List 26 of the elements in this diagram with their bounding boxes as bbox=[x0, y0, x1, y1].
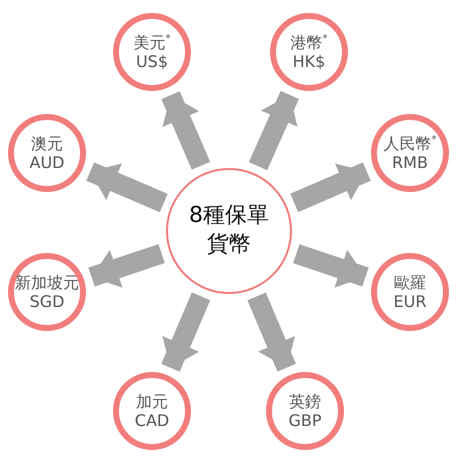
currency-name: 加元 bbox=[136, 392, 168, 411]
block-arrow bbox=[293, 244, 369, 288]
currency-code: HK$ bbox=[292, 52, 326, 72]
currency-code: US$ bbox=[136, 52, 168, 72]
currency-name: 美元$^{*}$ bbox=[134, 32, 170, 52]
currency-code: GBP bbox=[288, 411, 322, 430]
currency-code: CAD bbox=[134, 411, 170, 430]
currency-name: 人民幣$^{*}$ bbox=[384, 134, 436, 153]
block-arrow bbox=[161, 91, 210, 170]
center-label: 8種保單貨幣 bbox=[188, 202, 270, 259]
currency-circle bbox=[166, 168, 292, 294]
currency-code: AUD bbox=[30, 153, 64, 172]
currency-name: 澳元 bbox=[31, 134, 63, 153]
currency-name: 港幣$^{*}$ bbox=[290, 32, 328, 52]
block-arrow bbox=[290, 162, 371, 212]
block-arrow bbox=[161, 292, 210, 372]
currency-name: 歐羅 bbox=[394, 272, 426, 292]
currency-name: 新加坡元 bbox=[15, 272, 79, 292]
currency-code: RMB bbox=[392, 153, 428, 172]
currency-name: 英鎊 bbox=[289, 392, 321, 411]
block-arrow bbox=[88, 244, 165, 288]
currency-code: SGD bbox=[30, 292, 64, 312]
block-arrow bbox=[86, 162, 168, 212]
block-arrow bbox=[247, 292, 296, 372]
currency-code: EUR bbox=[394, 292, 426, 312]
block-arrow bbox=[248, 90, 299, 170]
